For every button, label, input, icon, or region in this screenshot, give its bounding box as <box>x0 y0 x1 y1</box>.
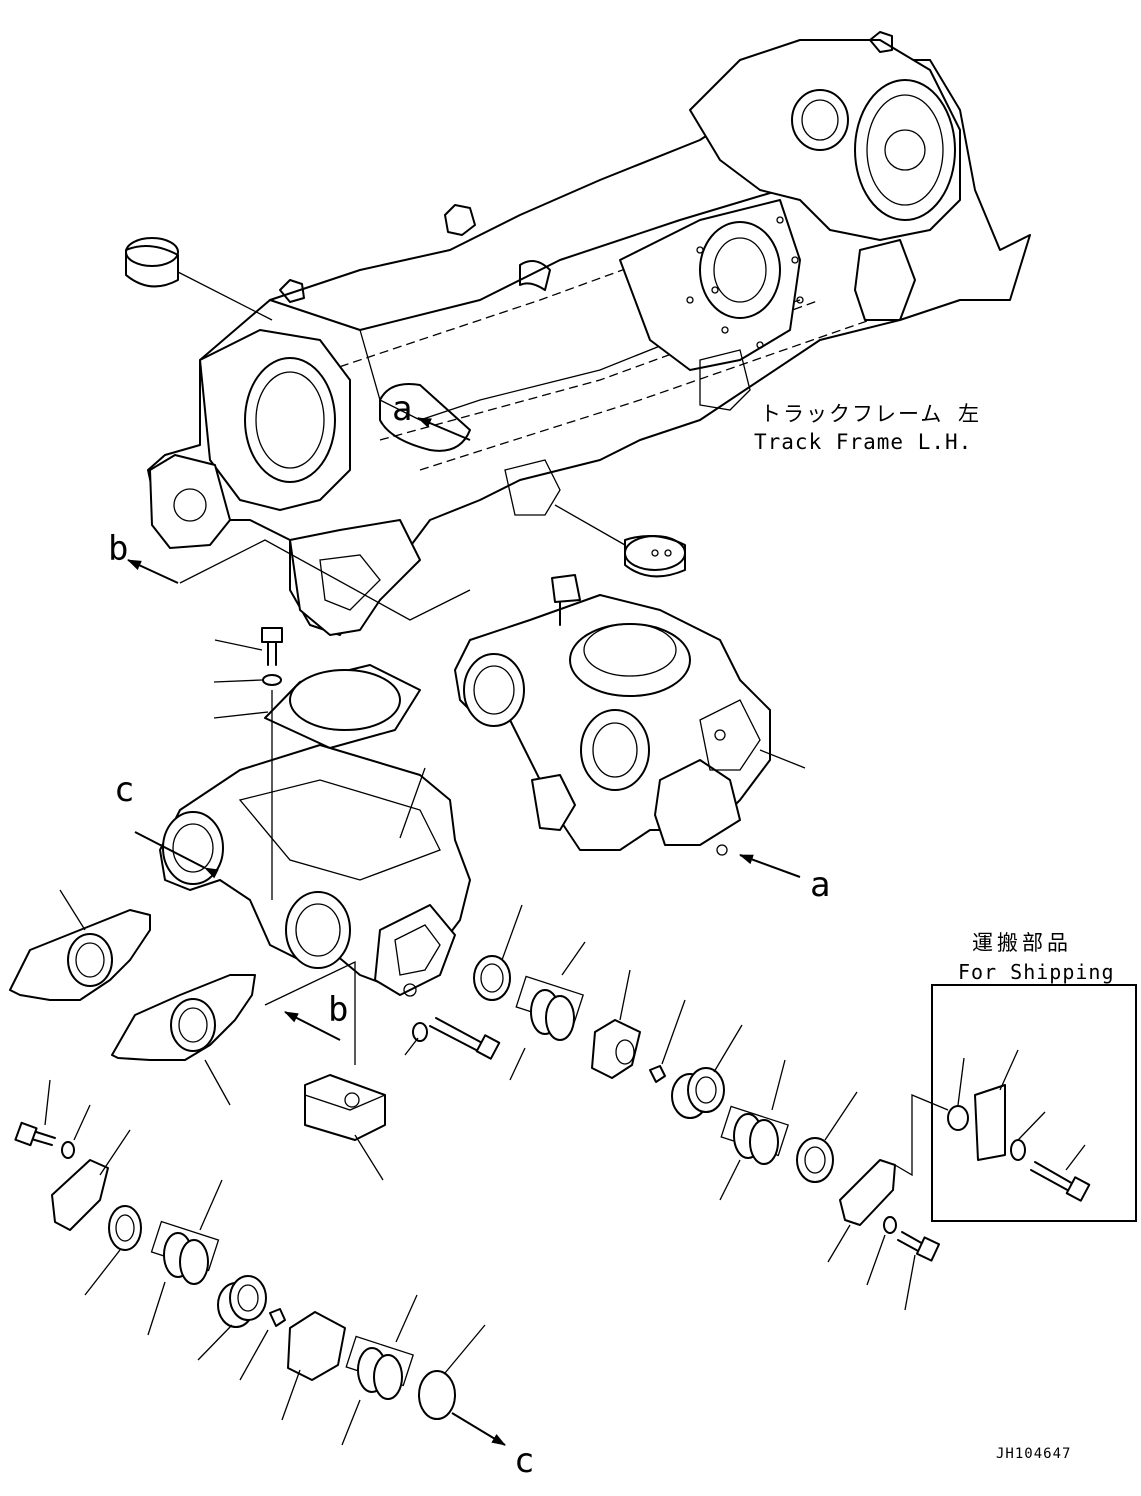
bushing-2 <box>671 1024 743 1119</box>
long-bolt <box>429 1017 501 1060</box>
retainer-plate-2 <box>51 1129 131 1231</box>
bolt-icon <box>214 627 283 666</box>
bearing-cap-lower <box>111 974 256 1106</box>
bearing-cap-upper <box>9 889 151 1001</box>
seal-4 <box>341 1294 418 1446</box>
seal-3 <box>147 1179 223 1336</box>
bolt-icon-2 <box>897 1231 941 1311</box>
pivot-pin-left <box>125 237 273 321</box>
cover-plate <box>213 664 421 749</box>
washer-icon-3 <box>866 1216 897 1286</box>
bushing-4 <box>281 1311 346 1421</box>
track-frame-label-en: Track Frame L.H. <box>754 430 973 454</box>
shipping-label-en: For Shipping <box>958 960 1115 984</box>
plug-icon-2 <box>239 1308 286 1381</box>
bushing-3 <box>197 1275 267 1361</box>
callout-c-bottom: c <box>514 1441 535 1481</box>
end-cap <box>418 1324 486 1420</box>
plug-icon <box>649 999 686 1083</box>
seal-ring-2 <box>796 1091 858 1183</box>
guard-block <box>304 1074 386 1181</box>
washer-icon <box>213 674 282 686</box>
callout-a-right: a <box>810 865 831 905</box>
seal-ring-1 <box>473 904 523 1001</box>
track-frame <box>125 31 1031 636</box>
bushing-icon <box>591 969 641 1079</box>
retainer-plate <box>827 1094 949 1263</box>
seal-icon <box>509 941 586 1081</box>
drawing-number: JH104647 <box>996 1446 1072 1462</box>
equalizer-bar <box>159 744 471 997</box>
callout-c-left: c <box>114 770 135 810</box>
callout-b-top: b <box>108 529 129 569</box>
bogie-assembly-installed <box>454 574 806 856</box>
callout-a-top: a <box>392 389 413 429</box>
shipping-box <box>931 984 1137 1222</box>
shipping-label-jp: 運搬部品 <box>972 931 1072 955</box>
track-frame-label-jp: トラックフレーム 左 <box>760 402 982 426</box>
seal-ring-3 <box>84 1205 142 1296</box>
bolt-icon-3 <box>14 1079 56 1147</box>
callout-b-mid: b <box>328 990 349 1030</box>
pivot-pin-right <box>554 504 686 578</box>
seal-2 <box>719 1059 789 1201</box>
washer-icon-4 <box>61 1104 91 1159</box>
washer-icon-2 <box>404 1022 428 1056</box>
